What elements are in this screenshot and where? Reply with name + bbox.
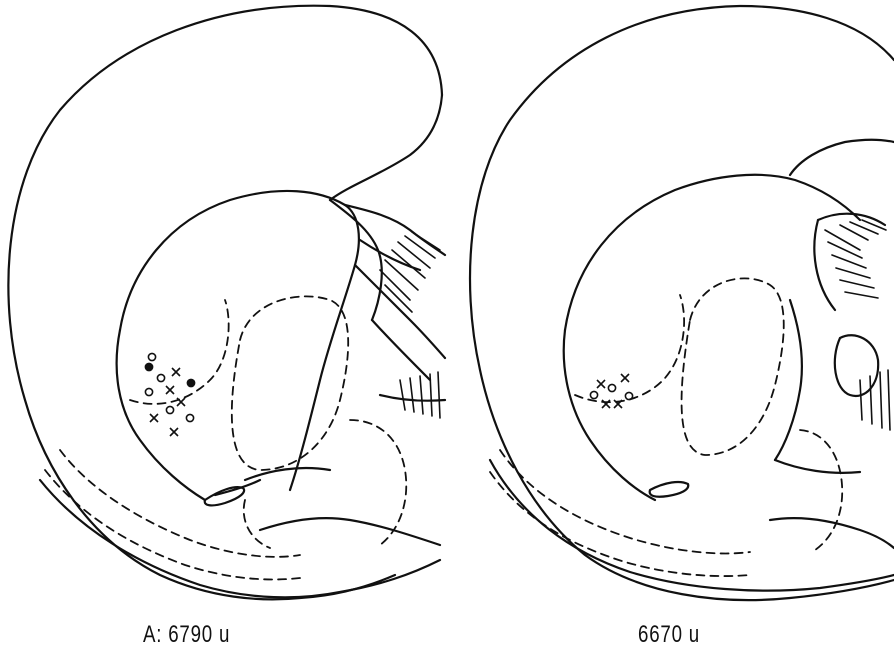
marker-cross <box>166 386 174 394</box>
marker-circle <box>187 379 194 386</box>
marker-circle <box>166 406 173 413</box>
marker-circle <box>145 363 152 370</box>
right-dashed-nucleus <box>682 278 784 455</box>
marker-cross <box>172 368 180 376</box>
left-ventral-surface <box>40 480 440 597</box>
right-oval-structure <box>835 335 878 396</box>
marker-circle <box>148 353 155 360</box>
marker-circle <box>590 391 597 398</box>
marker-circle <box>625 392 632 399</box>
marker-cross <box>597 380 605 388</box>
right-ventral-surface <box>490 460 894 591</box>
marker-cross <box>621 374 629 382</box>
left-brain-section <box>8 6 445 600</box>
marker-circle <box>157 374 164 381</box>
marker-cross <box>170 428 178 436</box>
right-markers <box>590 374 632 408</box>
section-caption-right: 6670 u <box>638 621 700 649</box>
marker-circle <box>608 384 615 391</box>
left-dashed-nucleus <box>232 296 348 470</box>
marker-circle <box>186 414 193 421</box>
left-markers <box>145 353 194 436</box>
right-striatum-outline <box>565 175 860 330</box>
marker-cross <box>150 414 158 422</box>
marker-cross <box>177 398 185 406</box>
right-brain-section <box>470 6 894 600</box>
marker-circle <box>145 388 152 395</box>
section-caption-left: A: 6790 u <box>143 621 230 649</box>
left-cortex-inner-edge <box>330 95 442 200</box>
